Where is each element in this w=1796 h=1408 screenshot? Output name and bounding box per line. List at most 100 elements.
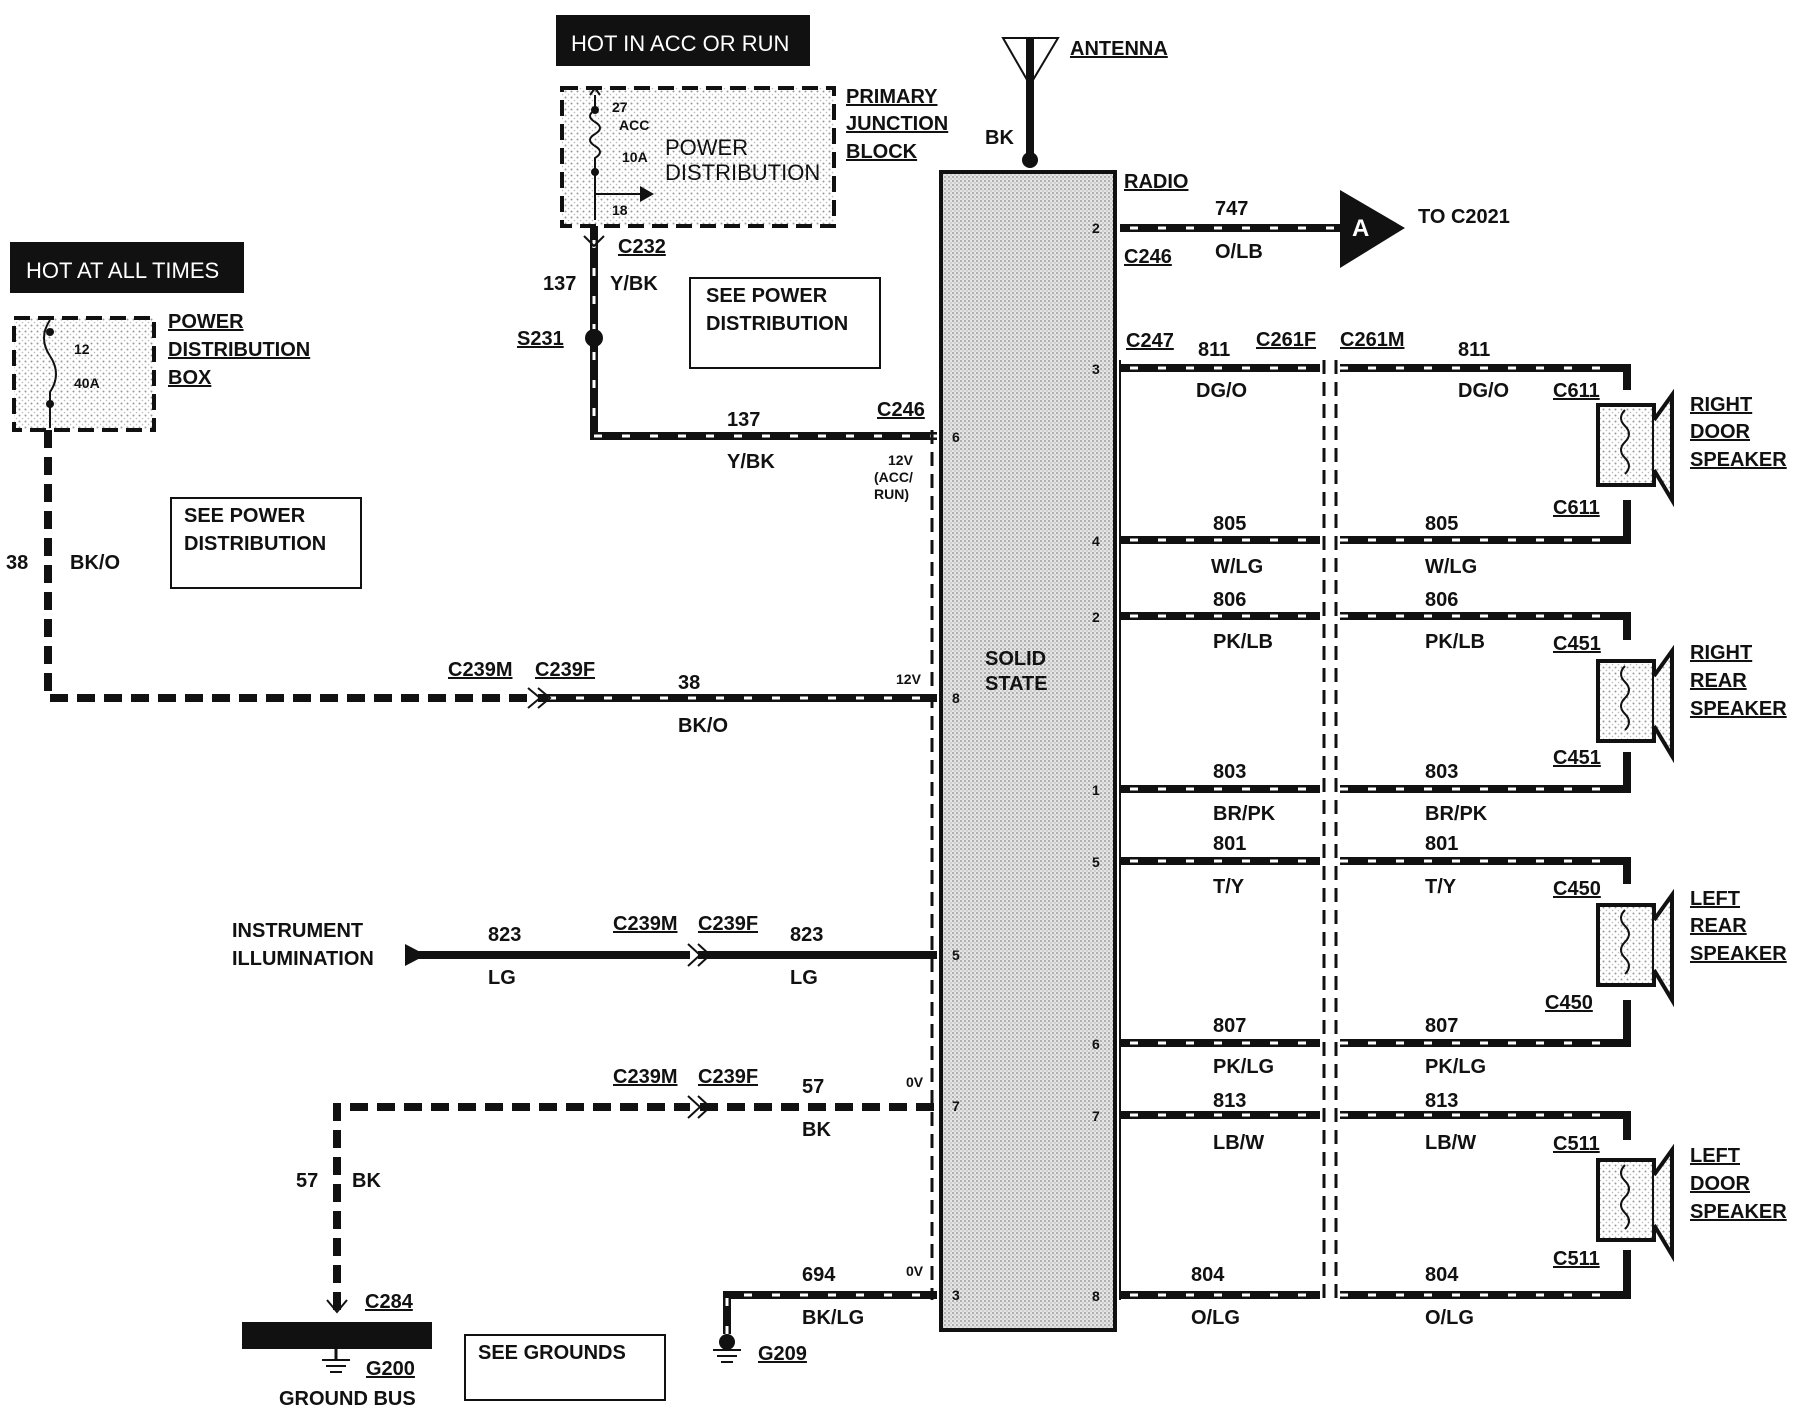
svg-text:G209: G209 [758,1343,807,1365]
wire-811-num-2: 811 [1458,339,1490,361]
wire-801-color-1: T/Y [1213,876,1245,898]
wire-57-vertical-color: BK [352,1170,381,1192]
svg-text:REAR: REAR [1690,670,1747,692]
svg-text:18: 18 [612,202,628,218]
c246-right-label: C246 [1124,246,1172,268]
speaker-wires [1120,364,1631,1299]
svg-text:GROUND BUS: GROUND BUS [279,1388,416,1408]
svg-text:SEE GROUNDS: SEE GROUNDS [478,1342,626,1364]
c450-bottom: C450 [1545,992,1593,1014]
wire-804-color-1: O/LG [1191,1307,1240,1329]
svg-text:JUNCTION: JUNCTION [846,113,948,135]
circuit-747 [1120,190,1405,268]
svg-text:40A: 40A [74,375,100,391]
c232-label: C232 [618,236,666,258]
wire-823-color-1: LG [488,967,516,989]
left-door-speaker-icon [1596,1143,1674,1263]
fuse-27-icon [589,95,601,220]
wire-805-num-1: 805 [1213,513,1246,535]
see-power-distribution-box-2: SEE POWER DISTRIBUTION [170,497,362,589]
pin-8-left: 8 [952,690,960,706]
svg-text:REAR: REAR [1690,915,1747,937]
svg-text:RIGHT: RIGHT [1690,642,1752,664]
wire-38-color: BK/O [678,715,728,737]
svg-text:HOT AT ALL TIMES: HOT AT ALL TIMES [26,258,219,283]
antenna-icon [1001,37,1060,168]
c246-left-label: C246 [877,399,925,421]
svg-text:G200: G200 [366,1358,415,1380]
circuit-694 [723,1291,937,1334]
ground-g209-icon [713,1349,741,1363]
wire-807-color-1: PK/LG [1213,1056,1274,1078]
wire-694-color: BK/LG [802,1307,864,1329]
pin-806: 2 [1092,609,1100,625]
fuse-12-icon [43,319,57,428]
svg-text:POWER: POWER [168,311,244,333]
svg-text:SOLID: SOLID [985,648,1046,670]
note-12v-acc: 12V [888,452,914,468]
wire-801-color-2: T/Y [1425,876,1457,898]
see-power-distribution-box-1: SEE POWER DISTRIBUTION [689,277,881,369]
c239f-label-1: C239F [535,659,595,681]
ground-g200-icon [322,1359,350,1373]
svg-text:LEFT: LEFT [1690,1145,1740,1167]
see-grounds-box: SEE GROUNDS [464,1334,666,1401]
c261f-label: C261F [1256,329,1316,351]
wire-137-num: 137 [727,409,760,431]
c511-top: C511 [1553,1133,1600,1155]
svg-text:DISTRIBUTION: DISTRIBUTION [665,160,820,185]
wire-747-num: 747 [1215,198,1248,220]
svg-text:RIGHT: RIGHT [1690,394,1752,416]
wire-806-num-1: 806 [1213,589,1246,611]
right-rear-speaker-icon [1596,644,1674,764]
svg-text:STATE: STATE [985,673,1048,695]
wire-805-color-1: W/LG [1211,556,1263,578]
wire-803-num-2: 803 [1425,761,1458,783]
radio-unit: SOLID STATE [939,170,1117,1332]
wire-694-num: 694 [802,1264,836,1286]
c611-top: C611 [1553,380,1600,402]
wire-801-num-1: 801 [1213,833,1246,855]
wire-811-color-2: DG/O [1458,380,1509,402]
antenna-label: ANTENNA [1070,38,1168,60]
note-694-0v: 0V [906,1263,924,1279]
header-hot-all-times: HOT AT ALL TIMES [10,242,244,293]
wire-823-num-1: 823 [488,924,521,946]
c239m-label-1: C239M [448,659,512,681]
wire-38-vertical-color: BK/O [70,552,120,574]
c284-label: C284 [365,1291,414,1313]
wire-747-color: O/LB [1215,241,1263,263]
pin-7-left: 7 [952,1098,960,1114]
note-57-0v: 0V [906,1074,924,1090]
wire-807-num-1: 807 [1213,1015,1246,1037]
c239m-label-2: C239M [613,913,677,935]
power-distribution-box: 12 40A POWER DISTRIBUTION BOX [12,311,310,432]
wire-137-color: Y/BK [727,451,775,473]
svg-text:SPEAKER: SPEAKER [1690,698,1787,720]
antenna-wire: BK [985,127,1014,149]
svg-text:SPEAKER: SPEAKER [1690,943,1787,965]
wire-813-color-2: LB/W [1425,1132,1476,1154]
svg-text:DOOR: DOOR [1690,1173,1751,1195]
pin-3-left: 3 [952,1287,960,1303]
svg-text:DISTRIBUTION: DISTRIBUTION [184,533,326,555]
speaker-labels: C611 C611 RIGHT DOOR SPEAKER C451 C451 R… [1545,380,1787,1270]
instrument-illumination-line1: INSTRUMENT [232,920,363,942]
svg-text:PRIMARY: PRIMARY [846,86,938,108]
wire-803-num-1: 803 [1213,761,1246,783]
c239f-label-2: C239F [698,913,758,935]
svg-text:POWER: POWER [665,135,748,160]
right-door-speaker-icon [1596,388,1674,508]
wire-807-num-2: 807 [1425,1015,1458,1037]
circuit-57 [326,1095,937,1314]
ground-g209: G209 [713,1334,807,1365]
pin-807: 6 [1092,1036,1100,1052]
svg-text:SEE POWER: SEE POWER [706,285,828,307]
splice-s231: S231 [517,328,564,350]
circuit-38 [44,430,937,709]
wire-57-color: BK [802,1119,831,1141]
wire-811-color-1: DG/O [1196,380,1247,402]
svg-text:DOOR: DOOR [1690,421,1751,443]
wire-57-num: 57 [802,1076,824,1098]
connector-a-icon [1340,190,1405,268]
